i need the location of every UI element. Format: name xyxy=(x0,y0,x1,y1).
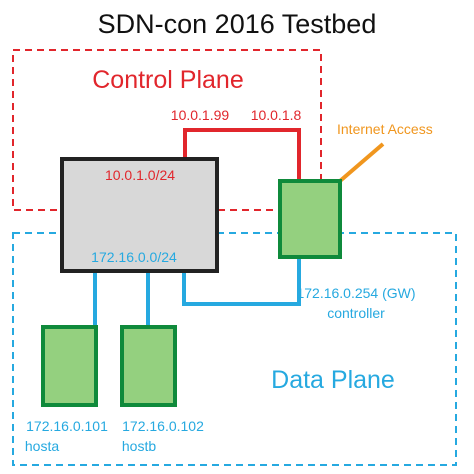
internet-link xyxy=(338,142,385,183)
switch-node xyxy=(60,157,219,273)
diagram-title: SDN-con 2016 Testbed xyxy=(98,9,377,39)
host-b-name: hostb xyxy=(122,438,156,454)
data-plane-boundary xyxy=(12,232,457,466)
data-plane-label: Data Plane xyxy=(271,366,395,394)
controller-ip: 172.16.0.254 (GW) xyxy=(296,285,415,301)
controller-name: controller xyxy=(327,305,385,321)
control-ip-right: 10.0.1.8 xyxy=(251,107,302,123)
host-a-ip: 172.16.0.101 xyxy=(26,418,108,434)
controller-node xyxy=(278,179,342,259)
switch-control-ip: 10.0.1.0/24 xyxy=(105,167,175,183)
control-plane-boundary xyxy=(12,49,322,211)
internet-access-label: Internet Access xyxy=(337,121,433,137)
control-ip-left: 10.0.1.99 xyxy=(171,107,230,123)
control-link xyxy=(183,128,301,181)
switch-data-ip: 172.16.0.0/24 xyxy=(91,249,177,265)
host-node-b xyxy=(120,325,177,407)
control-plane-label: Control Plane xyxy=(92,66,243,94)
host-node-a xyxy=(41,325,98,407)
host-b-ip: 172.16.0.102 xyxy=(122,418,204,434)
host-a-name: hosta xyxy=(25,438,59,454)
data-link-controller xyxy=(182,258,301,306)
